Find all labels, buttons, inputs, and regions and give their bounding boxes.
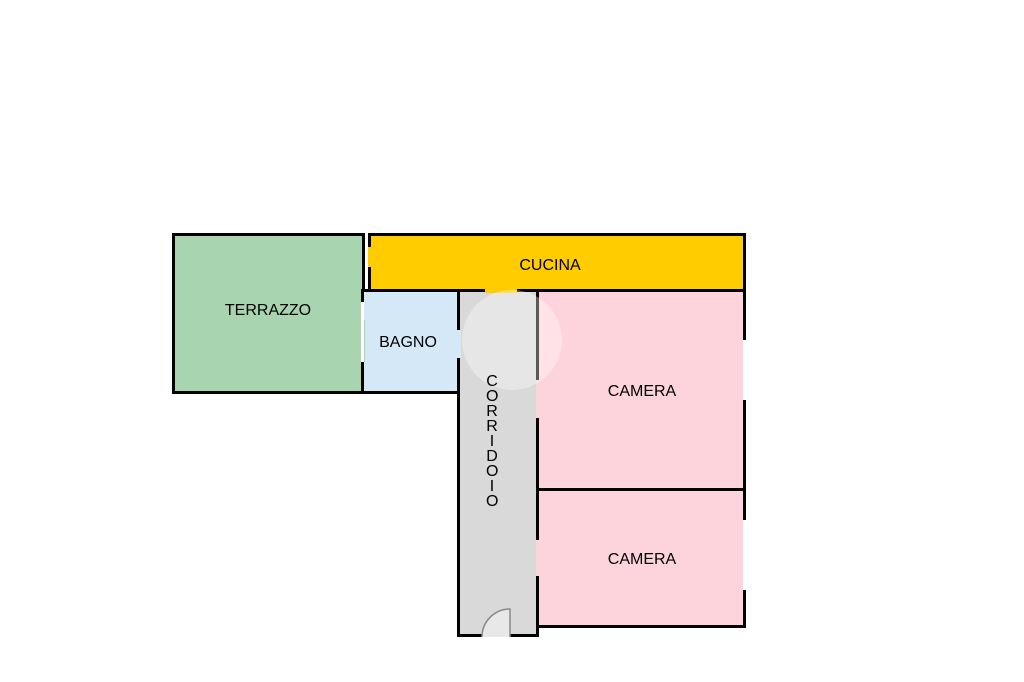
door-gap-terrazzo-cucina — [368, 247, 372, 267]
room-terrazzo — [172, 233, 365, 394]
watermark-house-icon — [489, 314, 535, 334]
label-corridoio: CORRIDOIO — [486, 373, 499, 510]
label-bagno: BAGNO — [379, 334, 437, 351]
label-camera-2: CAMERA — [607, 551, 677, 568]
entrance-door-swing-icon — [481, 608, 511, 638]
door-gap-camera1-corridoio — [536, 380, 540, 418]
window-gap-camera2 — [743, 520, 746, 590]
watermark-circle — [462, 290, 562, 390]
window-gap-terrazzo — [361, 302, 364, 362]
room-camera-2 — [536, 488, 746, 628]
window-gap-camera1 — [743, 340, 746, 400]
room-cucina — [368, 233, 746, 292]
label-cucina: CUCINA — [519, 257, 581, 274]
door-gap-camera2-corridoio — [536, 540, 540, 576]
door-gap-cucina-corridoio — [485, 289, 517, 293]
label-terrazzo: TERRAZZO — [224, 302, 312, 319]
label-camera-1: CAMERA — [607, 383, 677, 400]
door-gap-bagno-corridoio — [457, 330, 461, 358]
